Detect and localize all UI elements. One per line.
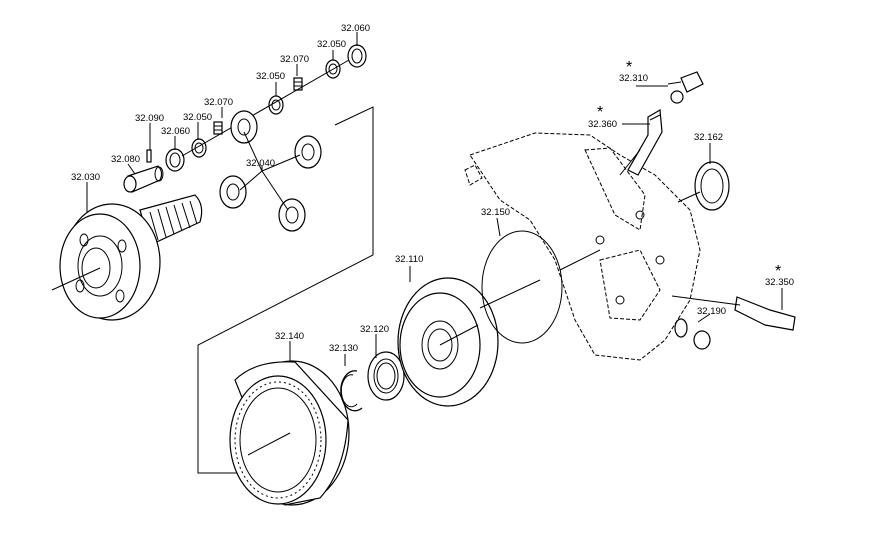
needle-cage-32070-left <box>213 121 223 135</box>
bearing-part <box>367 351 405 401</box>
planet-gear-1 <box>230 110 258 144</box>
gasket-part <box>479 230 563 344</box>
callout-leaders <box>86 32 783 366</box>
callout-32110: 32.110 <box>395 254 423 265</box>
callout-32060-left: 32.060 <box>161 126 190 137</box>
callout-32120: 32.120 <box>360 324 389 335</box>
callout-32162: 32.162 <box>694 132 723 143</box>
sun-gear-part <box>397 277 499 407</box>
callout-32090: 32.090 <box>135 113 164 124</box>
screw-plug-part <box>667 71 704 104</box>
drain-plug-part <box>674 313 711 350</box>
planet-carrier-part <box>51 194 203 321</box>
shift-shaft-part <box>619 109 663 176</box>
callout-32190: 32.190 <box>697 306 726 317</box>
gear-leader-lines <box>239 131 301 211</box>
callout-32140: 32.140 <box>275 331 304 342</box>
callout-32060-right: 32.060 <box>341 23 370 34</box>
callout-32070-left: 32.070 <box>204 97 233 108</box>
callout-32050-mid: 32.050 <box>256 71 285 82</box>
callout-32070-right: 32.070 <box>280 54 309 65</box>
output-shaft-part <box>671 295 796 331</box>
callout-32130: 32.130 <box>329 343 358 354</box>
callout-32030: 32.030 <box>71 172 100 183</box>
marker-star-32350: * <box>775 263 781 280</box>
planet-gear-3 <box>219 175 247 209</box>
oil-seal-part <box>677 161 730 211</box>
callout-labels: 32.060 32.050 32.070 32.050 32.070 32.05… <box>71 23 794 354</box>
marker-star-32360: * <box>597 104 603 121</box>
snap-ring-part <box>340 370 363 412</box>
ring-gear-part <box>229 360 350 506</box>
planet-pin-part <box>123 149 164 193</box>
washer-32060-left <box>165 148 185 172</box>
callout-32360: 32.360 <box>588 119 617 130</box>
callout-32150: 32.150 <box>481 207 510 218</box>
callout-32040: 32.040 <box>246 158 275 169</box>
needle-cage-32070-right <box>293 77 303 91</box>
marker-star-32310: * <box>626 59 632 76</box>
transmission-housing-part <box>464 132 701 361</box>
callout-32050-right: 32.050 <box>317 39 346 50</box>
callout-32080: 32.080 <box>111 154 140 165</box>
callout-32310: 32.310 <box>619 73 648 84</box>
assembly-bracket <box>197 106 374 474</box>
planet-gear-2 <box>294 135 322 169</box>
callout-32350: 32.350 <box>765 277 794 288</box>
washer-32050-left <box>191 138 207 158</box>
washer-32060-right <box>347 44 367 68</box>
callout-32050-left: 32.050 <box>183 112 212 123</box>
planet-gear-4 <box>278 198 306 232</box>
